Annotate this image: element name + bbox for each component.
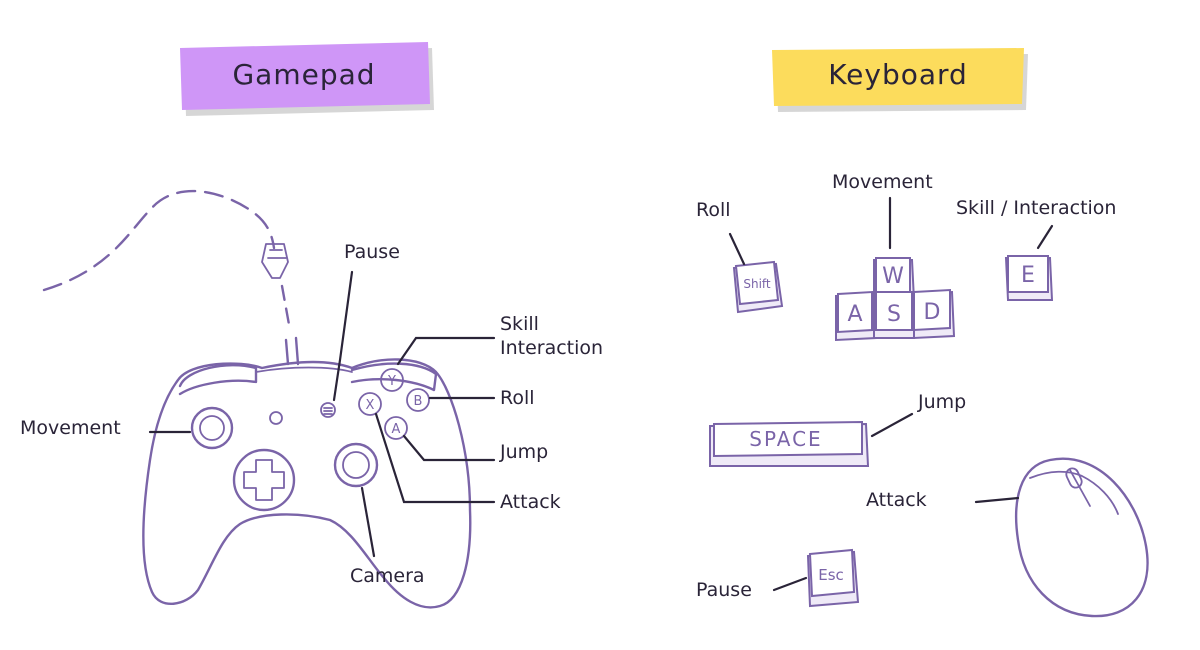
gamepad-label-skill-line2: Interaction <box>500 337 603 359</box>
shift-key-label: Shift <box>743 277 771 291</box>
a-key-label: A <box>847 302 862 327</box>
b-button-label: B <box>414 394 423 409</box>
gamepad-leaders <box>148 270 496 558</box>
s-key-label: S <box>887 302 901 327</box>
space-key-icon: SPACE <box>709 420 870 467</box>
keyboard-label-jump: Jump <box>917 391 966 413</box>
e-key-label: E <box>1021 263 1035 288</box>
gamepad-label-skill-line1: Skill <box>500 313 539 335</box>
space-key-label: SPACE <box>749 427 822 451</box>
esc-key-label: Esc <box>818 566 844 584</box>
keyboard-label-attack: Attack <box>866 489 927 511</box>
gamepad-label-movement: Movement <box>20 417 121 439</box>
gamepad-title-note: Gamepad <box>180 42 434 116</box>
controller-body <box>142 358 472 609</box>
right-stick-icon <box>333 442 379 488</box>
gamepad-title: Gamepad <box>232 58 375 91</box>
x-button-icon <box>358 392 382 416</box>
dpad-icon <box>232 448 296 512</box>
gamepad-label-jump: Jump <box>499 441 548 463</box>
gamepad-illustration: Y X B A <box>42 189 472 609</box>
menu-button-icon <box>320 402 336 418</box>
keyboard-label-roll: Roll <box>696 199 731 221</box>
d-key-label: D <box>924 300 941 325</box>
keyboard-label-pause: Pause <box>696 579 752 601</box>
gamepad-label-attack: Attack <box>500 491 561 513</box>
y-button-label: Y <box>387 374 396 389</box>
a-button-label: A <box>392 422 401 437</box>
a-button-icon <box>384 416 408 440</box>
e-key-icon: E <box>1004 255 1054 301</box>
keyboard-title: Keyboard <box>828 58 968 91</box>
y-button-icon <box>380 368 404 392</box>
gamepad-label-roll: Roll <box>500 387 535 409</box>
view-button-icon <box>269 411 283 425</box>
esc-key-icon: Esc <box>806 548 860 608</box>
b-button-icon <box>406 388 430 412</box>
wasd-keys-icon: W A S D <box>835 257 956 342</box>
keyboard-label-movement: Movement <box>832 171 933 193</box>
face-buttons: Y X B A <box>358 368 430 440</box>
mouse-icon <box>1014 457 1149 618</box>
shift-key-icon: Shift <box>732 260 784 314</box>
plug-icon <box>261 243 289 279</box>
keyboard-title-note: Keyboard <box>772 48 1028 112</box>
gamepad-label-pause: Pause <box>344 241 400 263</box>
mouse-wheel-icon <box>1065 467 1083 489</box>
keyboard-label-skill: Skill / Interaction <box>956 197 1116 219</box>
left-stick-icon <box>190 406 234 450</box>
gamepad-label-camera: Camera <box>350 565 425 587</box>
cable-icon <box>42 189 276 292</box>
x-button-label: X <box>366 398 375 413</box>
w-key-label: W <box>882 264 904 289</box>
